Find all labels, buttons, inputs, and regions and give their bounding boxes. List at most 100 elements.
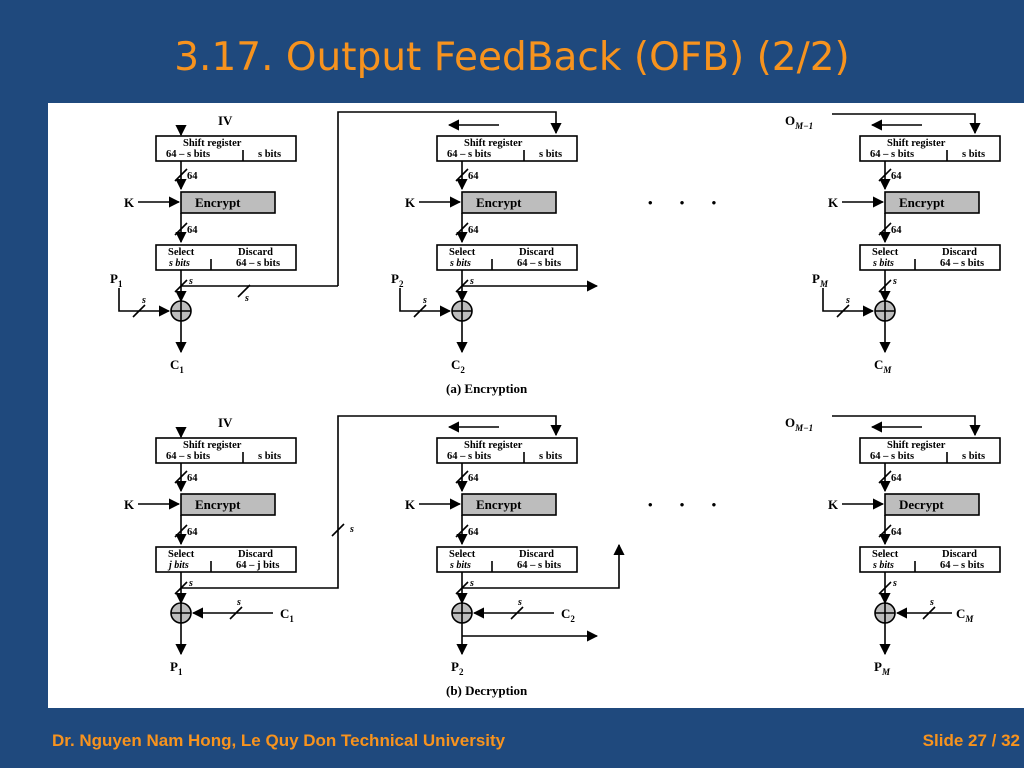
select-discard-box (436, 546, 578, 573)
p1-label: P1 (170, 659, 183, 677)
width-64-label: 64 (187, 527, 198, 538)
shift-register-box (859, 135, 1001, 162)
c2-label: C2 (561, 606, 575, 624)
key-label: K (124, 497, 135, 512)
select-discard-box (155, 244, 297, 271)
s-width-label: s (349, 524, 354, 535)
shift-register-box (859, 437, 1001, 464)
om1-label: OM−1 (785, 415, 813, 433)
bits-s-label: s bits (539, 451, 562, 462)
width-64-label: 64 (187, 225, 198, 236)
shift-register-label: Shift register (464, 440, 523, 451)
encrypt-label: Encrypt (195, 497, 241, 512)
decryption-caption: (b) Decryption (446, 683, 528, 698)
select-discard-box (155, 546, 297, 573)
ellipsis: • • • (648, 195, 728, 210)
select-s-bits-label: s bits (449, 560, 471, 571)
select-discard-box (859, 546, 1001, 573)
ellipsis: • • • (648, 497, 728, 512)
bits-s-label: s bits (962, 451, 985, 462)
encrypt-box (180, 493, 276, 516)
decryption-section: IV Shift register 64 – s bits s bits 64 … (124, 415, 1001, 698)
pm-label: PM (874, 659, 891, 677)
encrypt-box (461, 493, 557, 516)
p2-label: P2 (391, 271, 404, 289)
select-label: Select (872, 549, 899, 560)
select-label: Select (449, 549, 476, 560)
discard-bits-label: 64 – s bits (517, 560, 561, 571)
s-width-label: s (244, 293, 249, 304)
c1-label: C1 (170, 357, 184, 375)
discard-bits-label: 64 – s bits (940, 258, 984, 269)
s-width-label: s (422, 295, 427, 306)
footer-slide-number: Slide 27 / 32 (922, 731, 1020, 750)
shift-register-label: Shift register (887, 138, 946, 149)
dec-stage-m: OM−1 Shift register 64 – s bits s bits 6… (785, 415, 1001, 677)
select-label: Select (872, 247, 899, 258)
s-width-label: s (469, 276, 474, 287)
s-width-label: s (517, 597, 522, 608)
discard-label: Discard (238, 549, 273, 560)
s-width-label: s (188, 578, 193, 589)
key-label: K (828, 497, 839, 512)
encrypt-box (180, 191, 276, 214)
key-label: K (405, 195, 416, 210)
cm-label: CM (956, 606, 974, 624)
width-64-label: 64 (891, 473, 902, 484)
enc-stage-m: OM−1 Shift register 64 – s bits s bits 6… (785, 113, 1001, 375)
shift-register-box (155, 135, 297, 162)
c1-label: C1 (280, 606, 294, 624)
select-label: Select (168, 549, 195, 560)
width-64-label: 64 (187, 171, 198, 182)
shift-register-label: Shift register (887, 440, 946, 451)
encrypt-label: Encrypt (899, 195, 945, 210)
pm-label: PM (812, 271, 829, 289)
ofb-diagram: IV Shift register 64 – s bits s bits 64 … (110, 111, 1001, 698)
discard-label: Discard (519, 549, 554, 560)
discard-bits-label: 64 – s bits (517, 258, 561, 269)
encrypt-label: Encrypt (476, 497, 522, 512)
discard-bits-label: 64 – j bits (236, 560, 279, 571)
discard-label: Discard (942, 247, 977, 258)
width-64-label: 64 (468, 527, 479, 538)
ofb-diagram-panel: IV Shift register 64 – s bits s bits 64 … (48, 103, 1024, 708)
c2-label: C2 (451, 357, 465, 375)
decrypt-box (884, 493, 980, 516)
encrypt-box (461, 191, 557, 214)
bits-64-s-label: 64 – s bits (447, 451, 491, 462)
p2-label: P2 (451, 659, 464, 677)
dec-stage-1: IV Shift register 64 – s bits s bits 64 … (124, 415, 562, 677)
bits-64-s-label: 64 – s bits (166, 149, 210, 160)
shift-register-box (155, 437, 297, 464)
encryption-caption: (a) Encryption (446, 381, 528, 396)
width-64-label: 64 (468, 171, 479, 182)
select-s-bits-label: s bits (872, 560, 894, 571)
s-width-label: s (469, 578, 474, 589)
encrypt-label: Encrypt (476, 195, 522, 210)
s-width-label: s (141, 295, 146, 306)
select-s-bits-label: s bits (168, 258, 190, 269)
width-64-label: 64 (891, 225, 902, 236)
bits-s-label: s bits (962, 149, 985, 160)
select-discard-box (436, 244, 578, 271)
width-64-label: 64 (468, 473, 479, 484)
bits-64-s-label: 64 – s bits (870, 149, 914, 160)
select-discard-box (859, 244, 1001, 271)
bits-s-label: s bits (258, 451, 281, 462)
shift-register-box (436, 135, 578, 162)
s-width-label: s (188, 276, 193, 287)
select-s-bits-label: s bits (872, 258, 894, 269)
decrypt-label: Decrypt (899, 497, 944, 512)
key-label: K (124, 195, 135, 210)
enc-stage-2: Shift register 64 – s bits s bits 64 K E… (391, 119, 599, 396)
encrypt-box (884, 191, 980, 214)
key-label: K (405, 497, 416, 512)
enc-stage-1: IV Shift register 64 – s bits s bits 64 … (110, 111, 562, 375)
bits-64-s-label: 64 – s bits (870, 451, 914, 462)
bits-s-label: s bits (539, 149, 562, 160)
om1-label: OM−1 (785, 113, 813, 131)
select-s-bits-label: s bits (449, 258, 471, 269)
width-64-label: 64 (891, 171, 902, 182)
discard-label: Discard (519, 247, 554, 258)
s-width-label: s (892, 276, 897, 287)
